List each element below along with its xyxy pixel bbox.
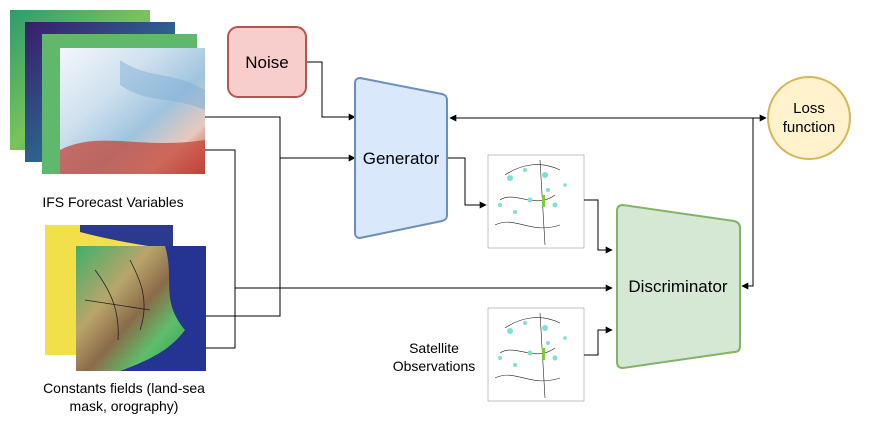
ifs-caption: IFS Forecast Variables (42, 194, 183, 210)
ifs-forecast-stack-image (10, 10, 205, 174)
generator-block: Generator (354, 76, 448, 240)
loss-function-node: Loss function (767, 76, 851, 160)
loss-label-line1: Loss (793, 100, 825, 117)
noise-label: Noise (245, 53, 288, 72)
constants-caption-line2: mask, orography) (70, 398, 179, 414)
noise-block: Noise (227, 26, 307, 98)
discriminator-block: Discriminator (616, 203, 741, 370)
constants-caption-line1: Constants fields (land-sea (43, 380, 205, 396)
connector-lines (205, 61, 767, 356)
discriminator-label: Discriminator (628, 277, 728, 296)
loss-label-line2: function (783, 119, 836, 136)
constants-fields-stack-image (45, 225, 206, 371)
satellite-caption-line1: Satellite (409, 340, 459, 356)
generator-label: Generator (363, 149, 440, 168)
generated-precip-map (487, 154, 585, 249)
satellite-caption-line2: Observations (393, 358, 475, 374)
satellite-precip-map (487, 307, 585, 402)
